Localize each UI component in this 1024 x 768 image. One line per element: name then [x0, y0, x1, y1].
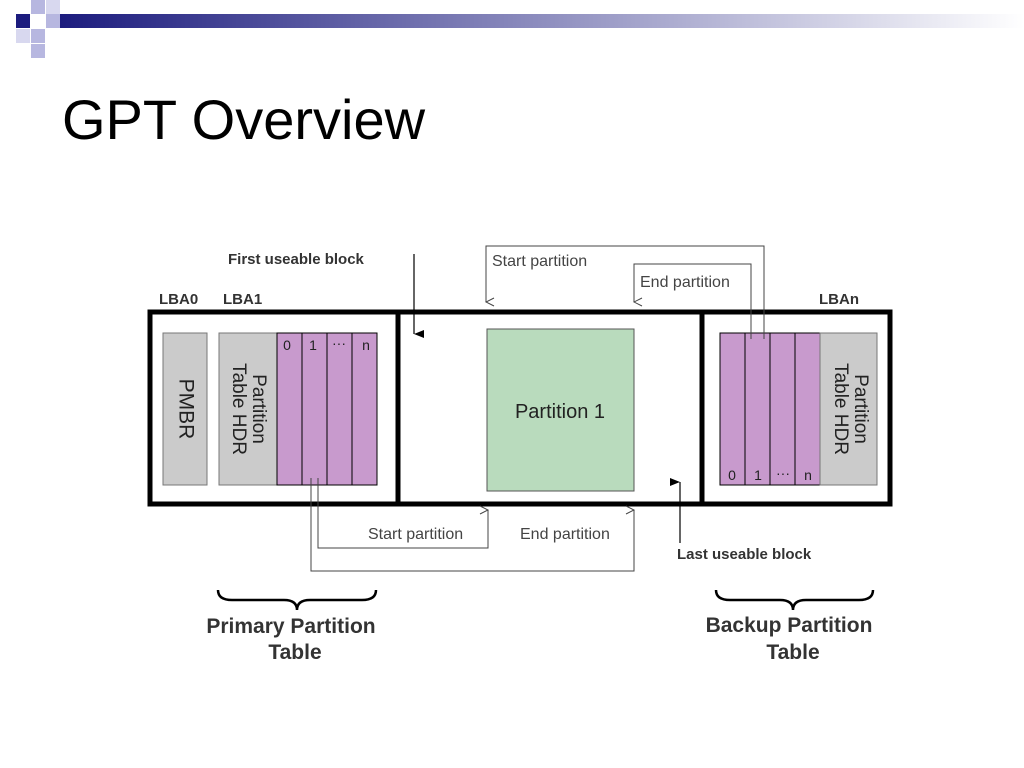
slide-title: GPT Overview [62, 88, 426, 151]
backup-entry-label: n [804, 467, 812, 483]
deco-square [31, 0, 45, 14]
slide-decoration [16, 0, 1024, 58]
primary-entry [326, 332, 353, 486]
backup-table-hdr-label-line2: Table HDR [830, 363, 851, 455]
pmbr-block [162, 332, 208, 486]
backup-entry [719, 332, 746, 486]
backup-caption-line1: Backup Partition [706, 614, 873, 637]
primary-table-hdr-label-line2: Table HDR [228, 363, 249, 455]
pmbr-label: PMBR [174, 379, 197, 440]
lba1-label: LBA1 [223, 291, 262, 308]
primary-entry-label: 1 [309, 337, 317, 353]
primary-caption-line1: Primary Partition [206, 615, 375, 638]
disk-outline [147, 309, 893, 507]
deco-square [46, 14, 60, 28]
deco-square [16, 29, 30, 43]
backup-entry [769, 332, 796, 486]
first-usable-block-label: First useable block [228, 251, 365, 268]
primary-entry-label: ··· [332, 335, 346, 351]
backup-table-hdr-block [819, 332, 878, 486]
primary-table-hdr-label-line1: Partition [248, 374, 269, 444]
backup-entry [744, 332, 771, 486]
backup-entry [794, 332, 821, 486]
last-usable-block-label: Last useable block [677, 546, 812, 563]
title-gradient-bar [60, 14, 1024, 28]
deco-square [31, 44, 45, 58]
primary-entry [276, 332, 303, 486]
top-end-partition-label: End partition [640, 274, 730, 291]
primary-start-connector [317, 478, 488, 549]
partition-1-label: Partition 1 [515, 401, 605, 423]
bottom-end-partition-label: End partition [520, 526, 610, 543]
primary-caption-line2: Table [268, 641, 321, 664]
backup-entry-label: 1 [754, 467, 762, 483]
primary-entry [351, 332, 378, 486]
primary-entry-label: n [362, 337, 370, 353]
backup-entry-label: ··· [776, 465, 790, 481]
bottom-start-partition-label: Start partition [368, 526, 463, 543]
primary-table-hdr-block [218, 332, 278, 486]
deco-square [31, 29, 45, 43]
partition-1-block [486, 328, 635, 492]
primary-brace [216, 589, 378, 611]
backup-brace [714, 589, 875, 611]
backup-end-connector [634, 263, 752, 339]
top-start-partition-label: Start partition [492, 253, 587, 270]
backup-table-hdr-label-line1: Partition [850, 374, 871, 444]
primary-entry [301, 332, 328, 486]
deco-square [46, 0, 60, 14]
deco-square [16, 14, 30, 28]
primary-entry-label: 0 [283, 337, 291, 353]
backup-entries: 0 1 ··· n [719, 332, 821, 486]
primary-entries: 0 1 ··· n [276, 332, 378, 486]
backup-caption-line2: Table [766, 641, 819, 664]
backup-start-connector [486, 245, 765, 339]
lban-label: LBAn [819, 291, 859, 308]
primary-end-connector [310, 478, 634, 572]
lba0-label: LBA0 [159, 291, 198, 308]
backup-entry-label: 0 [728, 467, 736, 483]
